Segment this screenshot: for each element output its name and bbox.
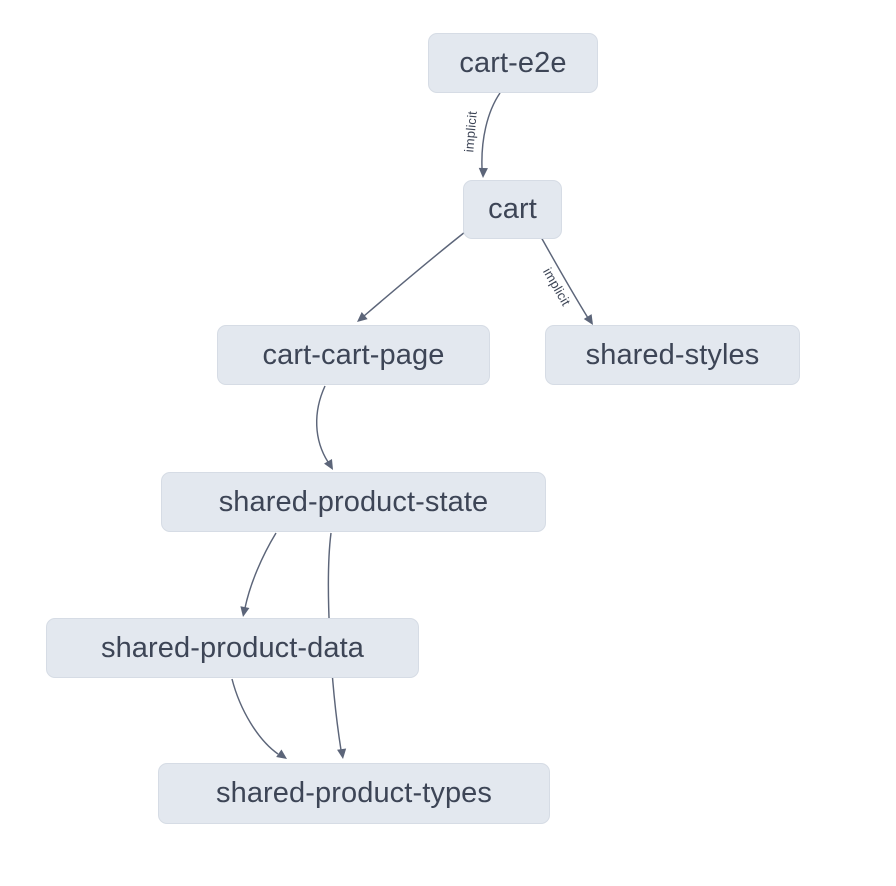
graph-node-cart-cart-page[interactable]: cart-cart-page: [217, 325, 490, 385]
graph-node-shared-product-types[interactable]: shared-product-types: [158, 763, 550, 824]
graph-node-cart[interactable]: cart: [463, 180, 562, 239]
graph-node-shared-product-data[interactable]: shared-product-data: [46, 618, 419, 678]
graph-node-label: shared-product-types: [215, 777, 493, 809]
graph-node-shared-product-state[interactable]: shared-product-state: [161, 472, 546, 532]
graph-node-label: shared-styles: [585, 338, 760, 371]
graph-node-label: cart: [488, 193, 537, 225]
graph-node-shared-styles[interactable]: shared-styles: [545, 325, 800, 385]
graph-node-label: cart-cart-page: [262, 338, 445, 371]
graph-node-label: cart-e2e: [459, 46, 567, 79]
graph-node-cart-e2e[interactable]: cart-e2e: [428, 33, 598, 93]
graph-node-label: shared-product-data: [100, 631, 365, 664]
graph-node-label: shared-product-state: [218, 485, 489, 518]
